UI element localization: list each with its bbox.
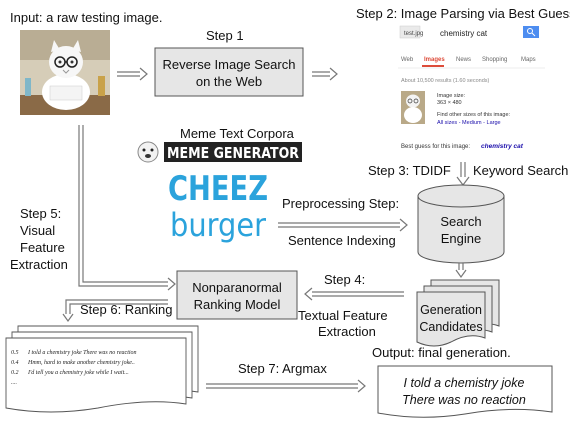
final-generation-box xyxy=(377,365,553,418)
keyword-search-label: Keyword Search xyxy=(473,163,568,178)
arrow-search-to-results xyxy=(312,71,330,77)
ranking-model-line2: Ranking Model xyxy=(194,297,281,312)
file-tab: test.jpg xyxy=(404,31,423,37)
output-label: Output: final generation. xyxy=(372,345,511,360)
rank-score-3: 0.2 xyxy=(11,370,19,376)
image-size-label: Image size: xyxy=(437,93,466,99)
candidates-line2: Candidates xyxy=(419,320,482,334)
input-label: Input: a raw testing image. xyxy=(10,10,162,25)
meme-generator-logo: MEME GENERATOR xyxy=(137,141,302,163)
reverse-search-box xyxy=(154,47,304,97)
step1-label: Step 1 xyxy=(206,28,244,43)
rank-score-1: 0.5 xyxy=(11,350,19,356)
step4-label: Step 4: xyxy=(324,272,365,287)
arrow-visual-features xyxy=(78,125,168,287)
best-guess-prefix: Best guess for this image: xyxy=(401,144,470,150)
arrow-ranking-to-list xyxy=(65,299,168,314)
step6-label: Step 6: Ranking xyxy=(80,302,173,317)
tab-web: Web xyxy=(401,57,414,63)
results-count: About 10,500 results (1.60 seconds) xyxy=(401,78,490,84)
step5-line4: Extraction xyxy=(10,257,68,272)
final-generation-line2: There was no reaction xyxy=(402,393,526,407)
ranking-model-box xyxy=(176,270,298,320)
ranking-model-line1: Nonparanormal xyxy=(192,280,282,295)
textual-feature-line1: Textual Feature xyxy=(298,308,388,323)
textual-feature-line2: Extraction xyxy=(318,324,376,339)
cheez-text: CHEEZ xyxy=(168,169,268,209)
reverse-search-line1: Reverse Image Search xyxy=(163,57,296,72)
reverse-search-line2: on the Web xyxy=(196,74,262,89)
other-sizes-text: Find other sizes of this image: xyxy=(437,112,511,118)
rank-text-3: I'd tell you a chemistry joke while I wa… xyxy=(27,370,129,376)
ranked-list-stack xyxy=(5,325,199,413)
step5-line2: Visual xyxy=(20,223,55,238)
tab-images: Images xyxy=(424,57,445,63)
generation-candidates-stack xyxy=(416,279,500,347)
meme-corpora-label: Meme Text Corpora xyxy=(180,126,295,141)
search-engine-line2: Engine xyxy=(441,231,481,246)
best-guess-value: chemistry cat xyxy=(481,143,524,150)
rank-score-2: 0.4 xyxy=(11,359,19,366)
input-image xyxy=(20,30,110,115)
arrow-engine-to-candidates xyxy=(458,263,464,270)
burger-text: burger xyxy=(170,206,267,244)
arrow-preprocessing xyxy=(278,222,400,228)
cheezburger-logo: CHEEZ burger xyxy=(168,169,268,244)
step5-line1: Step 5: xyxy=(20,206,61,221)
final-generation-line1: I told a chemistry joke xyxy=(404,376,525,390)
step5-line3: Feature xyxy=(20,240,65,255)
step3-label: Step 3: TDIDF xyxy=(368,163,451,178)
image-size-value: 363 × 480 xyxy=(437,100,462,106)
arrow-step3-down xyxy=(460,162,466,177)
tab-maps: Maps xyxy=(521,57,536,63)
step7-label: Step 7: Argmax xyxy=(238,361,327,376)
arrow-textual-features xyxy=(312,291,404,297)
arrow-image-to-search xyxy=(117,71,140,77)
search-engine-cylinder xyxy=(417,184,505,264)
rank-text-1: I told a chemistry joke There was no rea… xyxy=(27,350,137,356)
tab-shopping: Shopping xyxy=(482,57,507,63)
tab-news: News xyxy=(456,57,471,63)
rank-text-4: .... xyxy=(11,380,17,386)
step2-label: Step 2: Image Parsing via Best Guess xyxy=(356,6,570,21)
preprocessing-line1: Preprocessing Step: xyxy=(282,196,399,211)
search-results-screenshot: test.jpg chemistry cat Web Images News S… xyxy=(398,25,545,150)
rank-text-2: Hmm, hard to make another chemistry joke… xyxy=(27,360,135,366)
meme-generator-text: MEME GENERATOR xyxy=(167,144,299,162)
ranked-list-entries: 0.5 I told a chemistry joke There was no… xyxy=(11,350,137,386)
size-links: All sizes - Medium - Large xyxy=(437,120,501,126)
preprocessing-line2: Sentence Indexing xyxy=(288,233,396,248)
arrow-argmax xyxy=(206,383,358,389)
search-engine-line1: Search xyxy=(440,214,481,229)
candidates-line1: Generation xyxy=(420,303,482,317)
search-query: chemistry cat xyxy=(440,29,488,38)
